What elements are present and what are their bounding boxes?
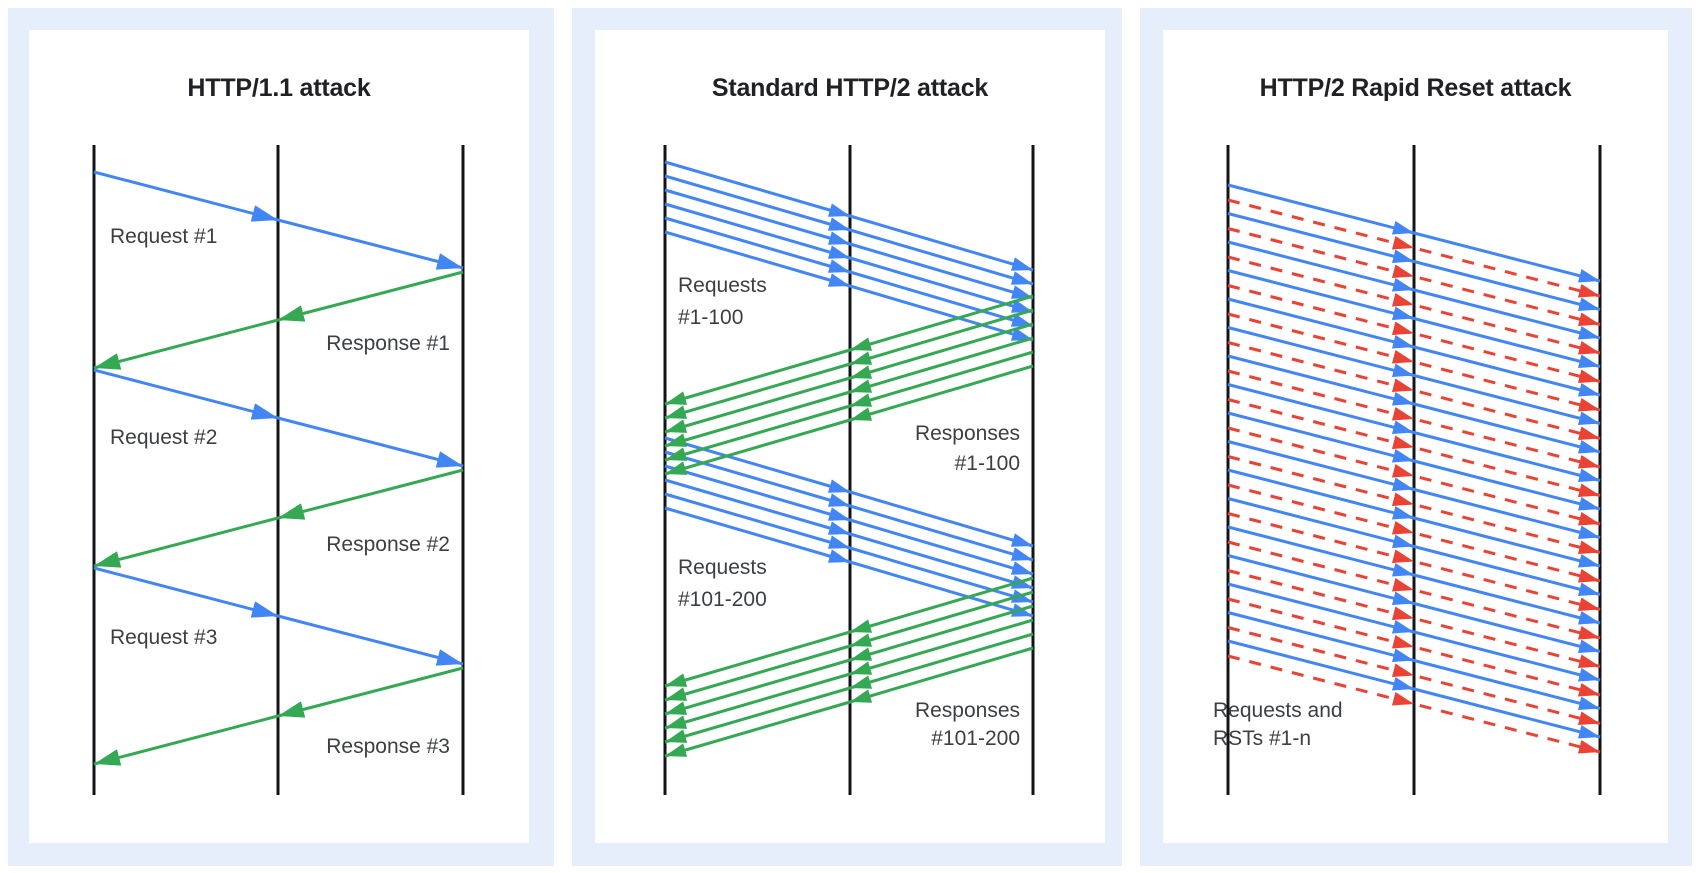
arrow-label: RSTs #1-n: [1213, 727, 1312, 750]
arrow-label: #1-100: [954, 452, 1020, 475]
panel-title-standard-http2: Standard HTTP/2 attack: [711, 74, 989, 102]
arrow-label: Response #2: [326, 533, 450, 556]
panel-title-http11: HTTP/1.1 attack: [187, 74, 371, 102]
arrow-label: Response #1: [326, 332, 450, 355]
arrow-label: Responses: [914, 699, 1020, 722]
arrow-label: Request #3: [110, 626, 218, 649]
arrow-label: Requests and: [1213, 699, 1343, 722]
panel-title-rapid-reset: HTTP/2 Rapid Reset attack: [1259, 74, 1572, 102]
arrow-label: Response #3: [326, 735, 450, 758]
arrow-label: Request #1: [110, 225, 218, 248]
arrow-label: Request #2: [110, 426, 218, 449]
arrow-label: Responses: [914, 422, 1020, 445]
arrow-label: #101-200: [931, 727, 1020, 750]
arrow-label: Requests: [678, 274, 767, 297]
arrow-label: #101-200: [678, 588, 767, 611]
card-http11-attack: HTTP/1.1 attack: [29, 30, 529, 843]
arrow-label: #1-100: [678, 306, 744, 329]
arrow-label: Requests: [678, 556, 767, 579]
